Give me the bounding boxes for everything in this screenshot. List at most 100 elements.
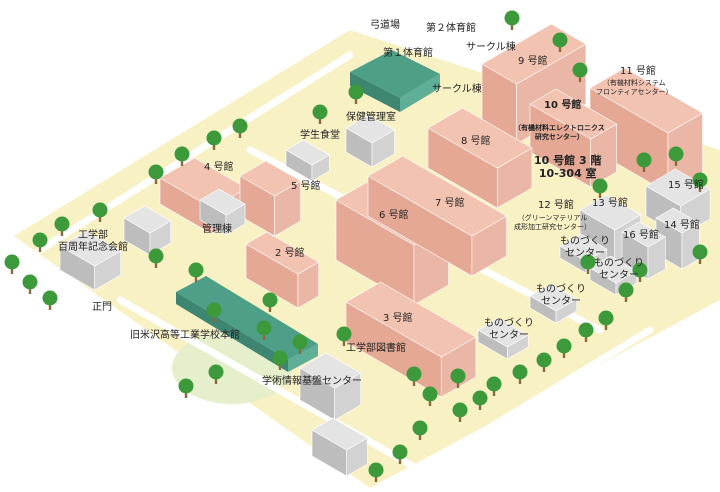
kensho-shape [123, 205, 172, 256]
label-hall100: 工学部 百周年記念会館 [58, 230, 128, 253]
tree [450, 368, 466, 388]
tree [592, 178, 608, 198]
tree [572, 62, 588, 82]
bldg7-shape [367, 155, 508, 277]
tree [632, 262, 648, 282]
tree [292, 334, 308, 354]
tree [178, 378, 194, 398]
tree [552, 32, 568, 52]
path [116, 296, 424, 474]
tree [472, 390, 488, 410]
label-bldg11: 11 号館 [620, 66, 656, 77]
label-bldg3: 3 号館 [383, 313, 413, 324]
gym1-roof [350, 50, 440, 112]
label-shokudo: 学生食堂 [300, 130, 340, 141]
label-bldg15: 15 号館 [668, 180, 704, 191]
tree [148, 164, 164, 184]
tree [422, 386, 438, 406]
tree [556, 338, 572, 358]
tree [206, 130, 222, 150]
label-bldg8: 8 号館 [461, 136, 491, 147]
tree [22, 274, 38, 294]
tree [692, 172, 708, 192]
bldg2-shape [245, 231, 320, 309]
tree [580, 254, 596, 274]
label-bldg13: 13 号館 [592, 198, 628, 209]
label-circle-south: サークル棟 [432, 84, 482, 95]
tree [618, 282, 634, 302]
tree [206, 302, 222, 322]
label-bldg5: 5 号館 [291, 181, 321, 192]
bldg5-shape [239, 160, 302, 237]
label-bldg10-sub: （有機材料エレクトロニクス 研究センター） [514, 124, 605, 141]
hall100-shape [59, 230, 122, 291]
tree [578, 322, 594, 342]
tree [262, 292, 278, 312]
tree [336, 326, 352, 346]
label-room: 10 号館 3 階 10-304 室 [534, 154, 602, 180]
label-bldg9: 9 号館 [518, 56, 548, 67]
tree [598, 310, 614, 330]
label-bldg12-sub: （グリーンマテリアル 成形加工研究センター） [514, 214, 591, 231]
tree [412, 420, 428, 440]
hoken-shape [345, 114, 396, 168]
tree [348, 84, 364, 104]
label-bldg4: 4 号館 [204, 162, 234, 173]
tree [148, 248, 164, 268]
tree [406, 366, 422, 386]
tree [32, 232, 48, 252]
tree [636, 152, 652, 172]
tree [692, 244, 708, 264]
trees [4, 10, 708, 482]
label-gym2: 第２体育館 [426, 23, 476, 34]
label-bldg11-sub: （有機材料システム フロンティアセンター） [596, 79, 673, 96]
label-old-school: 旧米沢高等工業学校本館 [130, 330, 240, 341]
monozukuri3-shape [529, 283, 578, 324]
tree [536, 352, 552, 372]
label-kanri: 管理棟 [202, 224, 232, 235]
label-monozukuri-3: ものづくり センター [536, 284, 586, 307]
path [36, 51, 354, 254]
label-circle-north: サークル棟 [466, 42, 516, 53]
tree [208, 364, 224, 384]
label-bldg10: 10 号館 [544, 100, 582, 111]
tree [92, 202, 108, 222]
tree [668, 146, 684, 166]
tree [42, 290, 58, 310]
tree [504, 10, 520, 30]
old-school-roof [176, 276, 318, 372]
label-bldg14: 14 号館 [664, 220, 700, 231]
tree [232, 118, 248, 138]
label-bldg2: 2 号館 [275, 248, 305, 259]
label-bldg7: 7 号館 [435, 198, 465, 209]
label-hoken: 保健管理室 [346, 112, 396, 123]
tree [4, 254, 20, 274]
tree [174, 146, 190, 166]
label-info-center: 学術情報基盤センター [262, 376, 362, 387]
kanri-shape [199, 188, 246, 236]
label-bldg12: 12 号館 [538, 200, 574, 211]
info-center-shape [311, 417, 369, 477]
label-library: 工学部図書館 [346, 343, 406, 354]
path [416, 326, 654, 474]
label-monozukuri-4: ものづくり センター [484, 318, 534, 341]
tree [54, 216, 70, 236]
label-seimon: 正門 [92, 302, 112, 313]
building-shapes [59, 23, 711, 477]
tree [312, 104, 328, 124]
label-bldg6: 6 号館 [379, 210, 409, 221]
monozukuri4-shape [477, 317, 529, 360]
bldg8-shape [427, 107, 533, 209]
tree [256, 320, 272, 340]
tree [512, 364, 528, 384]
label-monozukuri-2: ものづくり センター [594, 258, 644, 281]
label-bldg16: 16 号館 [623, 230, 659, 241]
tree [368, 462, 384, 482]
tree [452, 402, 468, 422]
tree [272, 350, 288, 370]
tree [392, 444, 408, 464]
tree [486, 376, 502, 396]
shokudo-shape [285, 139, 330, 182]
tree [188, 262, 204, 282]
